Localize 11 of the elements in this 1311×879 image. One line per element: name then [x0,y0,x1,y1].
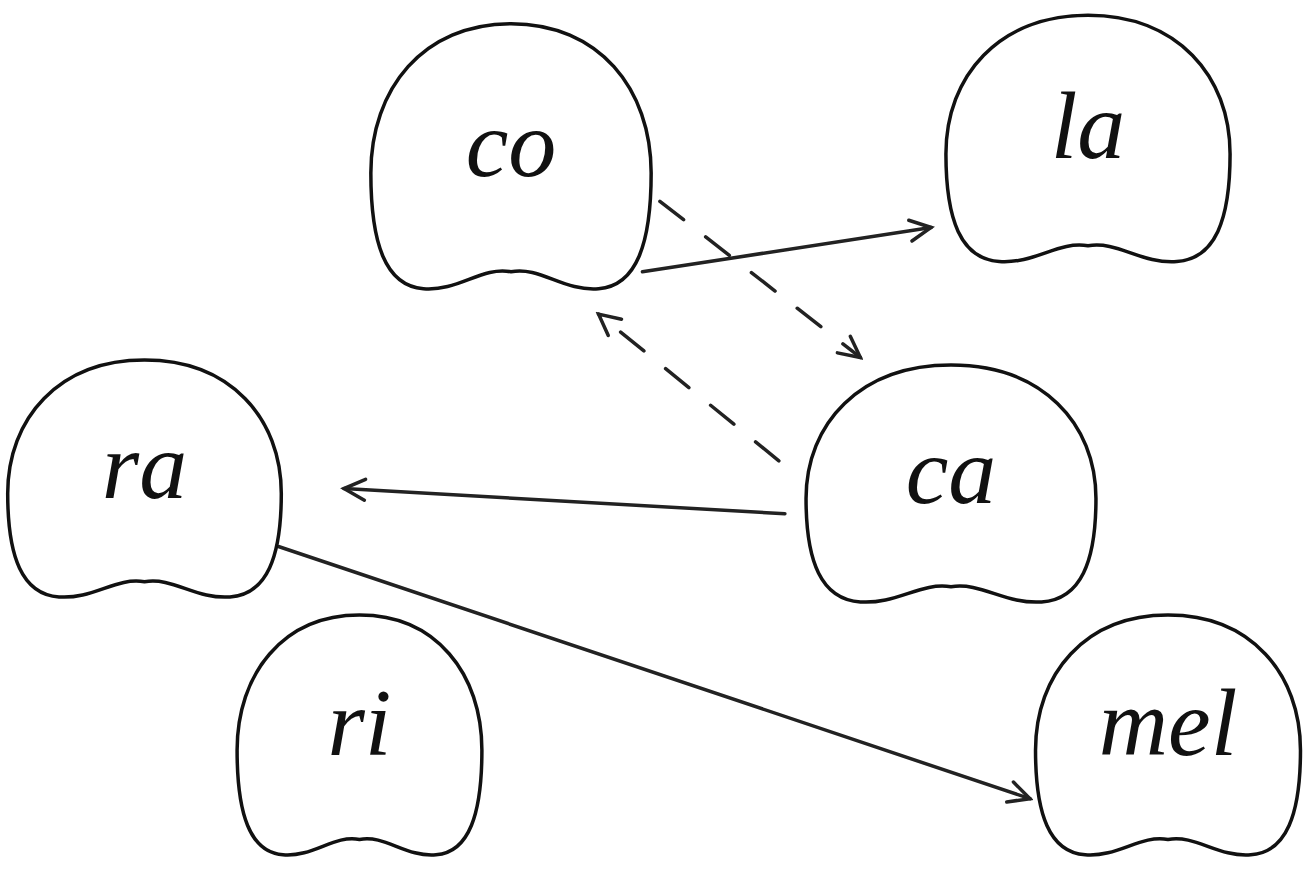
node-label: ri [327,674,392,771]
dashed-arrow [596,312,781,463]
node-label: mel [1098,674,1238,771]
node-label: la [1050,78,1126,174]
node-label: co [465,96,557,192]
node-label: ra [101,418,188,514]
arrow [640,218,933,274]
arrow [342,477,787,516]
arrow [276,544,1032,804]
node-label: ca [905,423,997,519]
dashed-arrow [658,199,863,360]
